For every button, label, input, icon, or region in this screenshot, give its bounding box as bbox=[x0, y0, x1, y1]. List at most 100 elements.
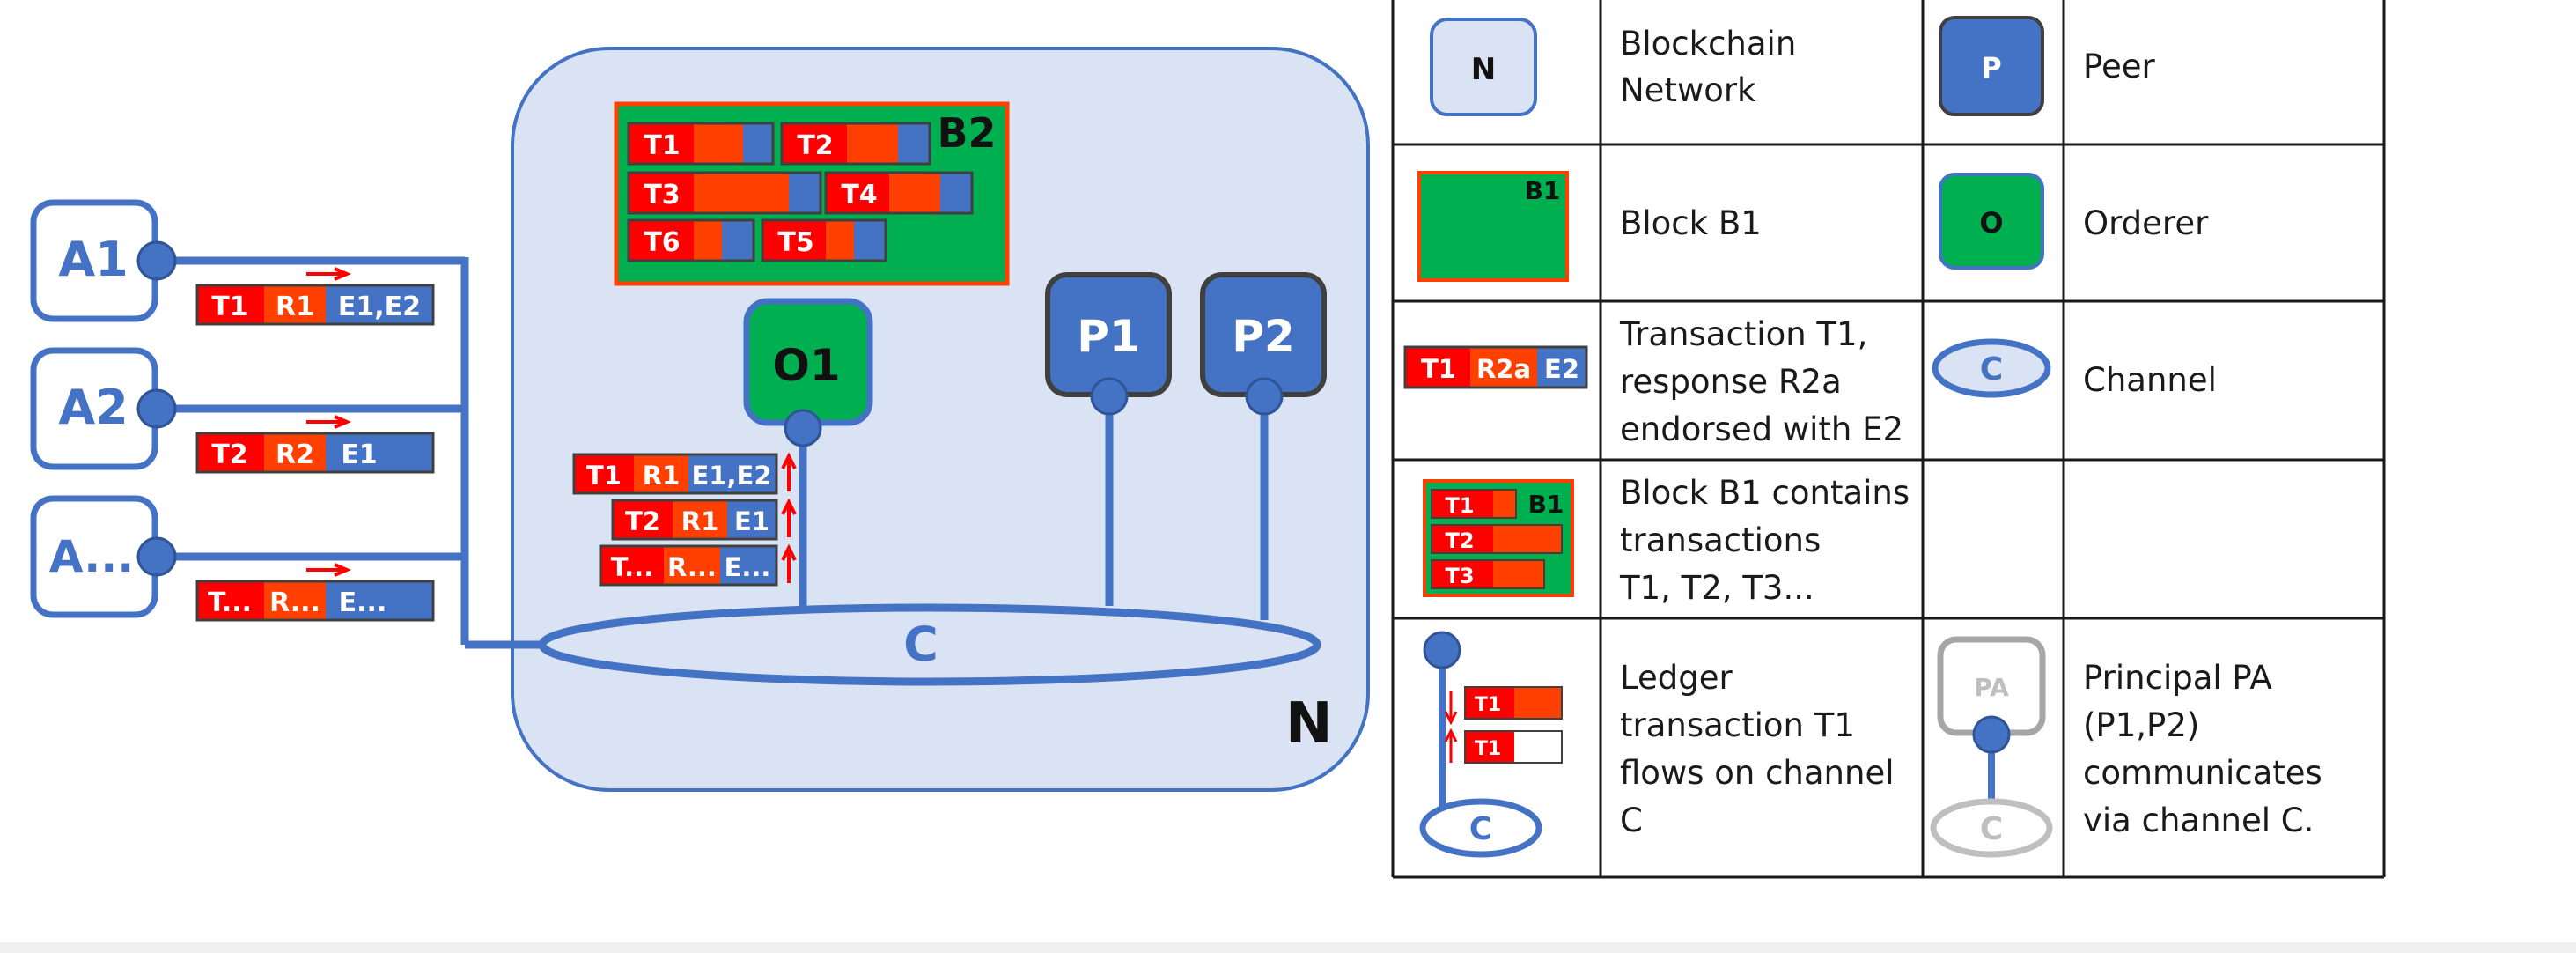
legend-text-line: T1, T2, T3... bbox=[1619, 569, 1814, 607]
legend-block-contains-symbol: B1 T1 T2 T3 bbox=[1423, 479, 1574, 597]
ledger-channel-label: C bbox=[1469, 811, 1492, 847]
tx-response: R1 bbox=[276, 292, 314, 322]
legend-text-line: transaction T1 bbox=[1620, 706, 1855, 744]
legend-text-line: Network bbox=[1620, 71, 1756, 109]
legend-text-line: flows on channel bbox=[1620, 754, 1895, 792]
app-label: A2 bbox=[58, 380, 128, 435]
legend-ledger-symbol: C T1 T1 bbox=[1419, 631, 1563, 858]
block-tx: T3 bbox=[1445, 564, 1474, 588]
orderer-inbound-tx-1: T1 R1 E1,E2 bbox=[572, 452, 797, 495]
tx-id: T... bbox=[208, 587, 252, 618]
peer-p1: P1 bbox=[1045, 272, 1172, 416]
app-a2: A2 bbox=[30, 347, 177, 470]
tx-id: T1 bbox=[1421, 354, 1456, 384]
block-symbol-label: B1 bbox=[1525, 176, 1561, 205]
legend-text-line: transactions bbox=[1620, 521, 1821, 559]
legend-orderer-symbol: O bbox=[1939, 173, 2044, 270]
legend-network-symbol: N bbox=[1430, 18, 1537, 116]
peer-symbol-label: P bbox=[1981, 51, 2001, 85]
legend-ledger-text: Ledger transaction T1 flows on channel C bbox=[1620, 659, 1904, 839]
legend-channel-symbol: C bbox=[1932, 338, 2051, 398]
block-label: B2 bbox=[937, 109, 996, 157]
tx-id: T2 bbox=[625, 506, 660, 536]
legend-text-line: Transaction T1, bbox=[1619, 315, 1867, 353]
tx-endorsement: E1 bbox=[341, 440, 377, 470]
app-a1: A1 bbox=[30, 199, 177, 322]
channel-label: C bbox=[903, 617, 938, 672]
legend-text-line: Block B1 contains bbox=[1620, 474, 1910, 512]
peer-label: P1 bbox=[1077, 311, 1139, 362]
legend-text-line: via channel C. bbox=[2083, 802, 2314, 839]
block-tx: T2 bbox=[797, 130, 833, 161]
legend-text-line: (P1,P2) bbox=[2083, 706, 2199, 744]
legend-text-line: C bbox=[1620, 802, 1643, 839]
tx-endorsement: E1,E2 bbox=[692, 461, 772, 491]
block-tx: T3 bbox=[644, 180, 680, 211]
legend-principal-text: Principal PA (P1,P2) communicates via ch… bbox=[2083, 659, 2333, 839]
orderer-node: O1 bbox=[743, 298, 873, 447]
legend-text-line: Principal PA bbox=[2083, 659, 2272, 697]
orderer-label: O1 bbox=[772, 340, 840, 391]
peer-p2: P2 bbox=[1200, 272, 1327, 416]
principal-channel-label: C bbox=[1980, 811, 2003, 847]
app-a3: A... bbox=[30, 495, 177, 618]
ledger-tx: T1 bbox=[1475, 694, 1501, 716]
legend-block-text: Block B1 bbox=[1620, 204, 1762, 242]
network-label: N bbox=[1285, 691, 1333, 757]
legend-principal-symbol: PA C bbox=[1930, 636, 2053, 858]
tx-response: R... bbox=[667, 552, 717, 582]
tx-response: R2a bbox=[1476, 354, 1531, 384]
tx-response: R2 bbox=[276, 440, 314, 470]
tx-response: R... bbox=[269, 587, 320, 618]
legend-text-line: response R2a bbox=[1620, 363, 1842, 401]
block-tx: T4 bbox=[841, 180, 877, 211]
legend-transaction-symbol: T1 R2a E2 bbox=[1403, 345, 1588, 389]
channel-c: C bbox=[538, 603, 1321, 686]
legend-block-symbol: B1 bbox=[1417, 171, 1569, 282]
block-tx: T6 bbox=[644, 227, 680, 258]
app-transaction-a1: T1 R1 E1,E2 bbox=[195, 267, 435, 326]
orderer-inbound-tx-3: T... R... E... bbox=[599, 543, 797, 587]
tx-response: R1 bbox=[681, 506, 719, 536]
app-label: A1 bbox=[58, 232, 128, 287]
orderer-symbol-label: O bbox=[1979, 206, 2003, 240]
tx-endorsement: E... bbox=[725, 552, 771, 582]
legend-transaction-text: Transaction T1, response R2a endorsed wi… bbox=[1619, 315, 1903, 448]
principal-symbol-label: PA bbox=[1974, 673, 2009, 702]
block-tx: T1 bbox=[644, 130, 680, 161]
tx-endorsement: E2 bbox=[1544, 354, 1579, 384]
block-tx: T1 bbox=[1445, 493, 1474, 518]
legend-orderer-text: Orderer bbox=[2083, 204, 2209, 242]
legend-peer-symbol: P bbox=[1939, 16, 2044, 116]
tx-id: T1 bbox=[211, 292, 247, 322]
channel-lines bbox=[799, 396, 1269, 620]
tx-response: R1 bbox=[643, 461, 681, 491]
block-b2: B2 T1 T2 T3 T4 T6 T5 bbox=[614, 101, 1010, 286]
legend-table: N Blockchain Network P Peer B1 Block B1 … bbox=[1391, 0, 2386, 879]
app-connections bbox=[157, 256, 546, 649]
legend-text-line: endorsed with E2 bbox=[1620, 410, 1903, 448]
legend-text-line: Ledger bbox=[1620, 659, 1733, 697]
tx-id: T1 bbox=[586, 461, 622, 491]
legend-text-line: Blockchain bbox=[1620, 25, 1796, 63]
legend-network-text: Blockchain Network bbox=[1620, 25, 1807, 109]
block-symbol-label: B1 bbox=[1528, 490, 1564, 519]
app-label: A... bbox=[49, 531, 135, 582]
legend-block-contains-text: Block B1 contains transactions T1, T2, T… bbox=[1619, 474, 1920, 607]
tx-endorsement: E... bbox=[339, 587, 387, 618]
block-tx: T2 bbox=[1445, 528, 1474, 553]
ledger-tx: T1 bbox=[1475, 738, 1501, 760]
peer-label: P2 bbox=[1232, 311, 1294, 362]
legend-channel-text: Channel bbox=[2083, 361, 2217, 399]
tx-id: T... bbox=[611, 552, 653, 582]
tx-endorsement: E1,E2 bbox=[338, 292, 421, 322]
block-tx: T5 bbox=[777, 227, 813, 258]
network-symbol-label: N bbox=[1471, 52, 1496, 87]
legend-text-line: communicates bbox=[2083, 754, 2322, 792]
tx-id: T2 bbox=[211, 440, 247, 470]
app-transaction-a2: T2 R2 E1 bbox=[195, 415, 435, 474]
channel-symbol-label: C bbox=[1980, 351, 2003, 388]
app-transaction-a3: T... R... E... bbox=[195, 563, 435, 622]
tx-endorsement: E1 bbox=[734, 506, 769, 536]
